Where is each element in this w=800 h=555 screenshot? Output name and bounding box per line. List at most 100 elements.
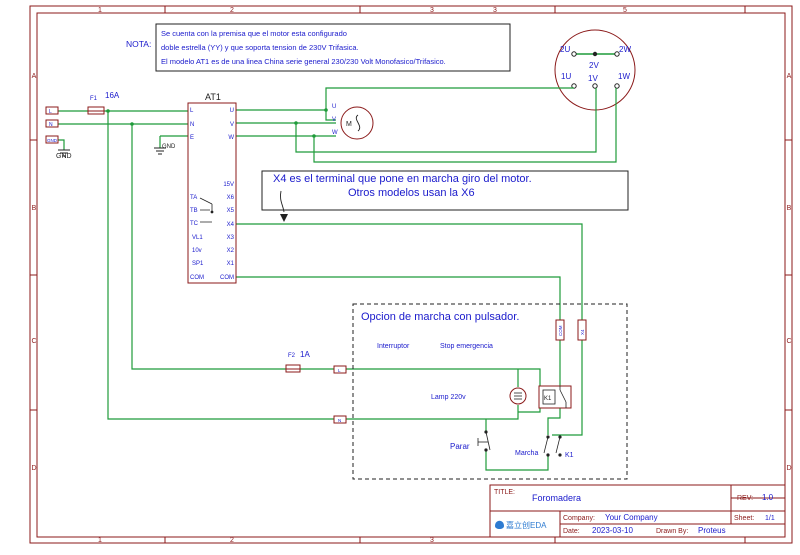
terminal-2v[interactable]: [592, 51, 598, 57]
stop-button[interactable]: [477, 430, 491, 452]
row-label: A: [32, 73, 37, 80]
sheet-value: 1/1: [765, 515, 775, 522]
fuse-value: 16A: [105, 91, 120, 100]
note-block: NOTA: Se cuenta con la premisa que el mo…: [126, 23, 511, 72]
col-label: 1: [98, 7, 102, 14]
motor[interactable]: M U V W: [332, 104, 374, 140]
lamp-icon[interactable]: [509, 387, 527, 405]
terminal-label: 2U: [560, 45, 570, 54]
net-port-l[interactable]: [333, 365, 347, 374]
input-terminals[interactable]: L N GND GND: [45, 106, 72, 160]
fuse-ref: F2: [288, 353, 296, 359]
fuse-f2[interactable]: F2 1A: [285, 350, 310, 373]
terminal-label: 1V: [588, 74, 598, 83]
terminal-label: 1W: [618, 72, 630, 81]
row-label: D: [786, 465, 791, 472]
drive-pin-vl1: VL1: [192, 235, 203, 241]
note-line: Se cuenta con la premisa que el motor es…: [161, 29, 347, 38]
ac-wave-icon: [355, 114, 361, 132]
col-label: 3: [430, 7, 434, 14]
relay-k1[interactable]: K1: [538, 385, 572, 409]
arrowhead-icon: [280, 214, 288, 222]
rev-label: REV:: [737, 495, 753, 502]
date-value: 2023-03-10: [592, 526, 633, 535]
motor-pin: V: [332, 117, 336, 123]
drive-ground-icon: [154, 147, 166, 155]
net-port-x4[interactable]: [577, 319, 587, 341]
fuse-f1[interactable]: F1 16A: [87, 91, 120, 115]
option-block: Opcion de marcha con pulsador. Interrupt…: [352, 303, 628, 480]
drive-pin-10v: 10v: [192, 248, 202, 254]
rev-value: 1.0: [762, 493, 774, 502]
gnd-label: GND: [56, 153, 72, 160]
drive-pin-x4: X4: [227, 222, 235, 228]
col-label: 2: [230, 537, 234, 544]
drive-pin-u: U: [230, 108, 234, 114]
motor-pin: U: [332, 104, 336, 110]
title-block: [489, 484, 786, 538]
input-n-label: N: [49, 122, 53, 128]
note-box: [155, 23, 511, 72]
drive-at1[interactable]: AT1 L N E TA TB TC VL1 10v SP1 COM U V W…: [154, 92, 237, 284]
net-port-label: L: [338, 368, 341, 373]
row-label: A: [787, 73, 792, 80]
x4-note-line: Otros modelos usan la X6: [348, 187, 475, 199]
drive-pin-tb: TB: [190, 208, 198, 214]
drive-pin-x3: X3: [227, 235, 235, 241]
sheet-label: Sheet:: [734, 515, 754, 522]
sheet-title: Foromadera: [532, 493, 581, 503]
col-label: 5: [623, 7, 627, 14]
input-n-port[interactable]: [45, 119, 59, 128]
company-label: Company:: [563, 515, 595, 522]
row-label: B: [787, 205, 792, 212]
sheet-frame: [29, 5, 793, 544]
title-label: TITLE:: [494, 489, 515, 496]
net-port-label: COM: [558, 325, 563, 336]
drive-pin-com-right: COM: [220, 275, 234, 281]
terminal-2w[interactable]: [614, 51, 620, 57]
start-button[interactable]: [543, 435, 550, 457]
option-title: Opcion de marcha con pulsador.: [361, 311, 519, 323]
col-label: 2: [230, 7, 234, 14]
input-l-port[interactable]: [45, 106, 59, 115]
brand-name: 嘉立创EDA: [506, 520, 547, 530]
relay-coil-label: K1: [544, 396, 552, 402]
wire-junctions: [106, 108, 328, 138]
lamp-label: Lamp 220v: [431, 394, 466, 401]
drive-pin-x2: X2: [227, 248, 235, 254]
input-l-label: L: [49, 109, 52, 115]
drive-pin-v: V: [230, 122, 234, 128]
col-label: 1: [98, 537, 102, 544]
drive-pin-tc: TC: [190, 221, 199, 227]
terminal-1w[interactable]: [614, 83, 620, 89]
terminal-1v[interactable]: [592, 83, 598, 89]
motor-symbol: M: [346, 121, 352, 128]
ground-icon: [58, 149, 70, 157]
fuse-ref: F1: [90, 96, 98, 102]
note-line: El modelo AT1 es de una linea China seri…: [161, 57, 446, 66]
k1-aux-contact[interactable]: [555, 435, 562, 457]
drive-pin-e: E: [190, 135, 194, 141]
fuse-value: 1A: [300, 350, 310, 359]
drive-pin-x6: X6: [227, 195, 235, 201]
wires: [58, 87, 617, 471]
net-labels[interactable]: L N COM X4: [333, 319, 587, 424]
interruptor-label: Interruptor: [377, 343, 410, 350]
date-label: Date:: [563, 528, 580, 535]
drive-pin-w: W: [228, 135, 234, 141]
net-port-n[interactable]: [333, 415, 347, 424]
row-label: C: [786, 338, 791, 345]
terminal-2u[interactable]: [571, 51, 577, 57]
drawn-value: Proteus: [698, 526, 726, 535]
arrow-icon: [280, 190, 285, 213]
stop-label: Stop emergencia: [440, 343, 493, 350]
motor-terminal-box[interactable]: 2U 2W 2V 1U 1V 1W: [554, 29, 636, 111]
input-gnd-port[interactable]: [45, 135, 59, 144]
net-port-com[interactable]: [555, 319, 565, 341]
x4-note-line: X4 es el terminal que pone en marcha gir…: [273, 173, 532, 185]
note-line: doble estrella (YY) y que soporta tensio…: [161, 43, 359, 52]
col-label: 3: [430, 537, 434, 544]
marcha-label: Marcha: [515, 450, 538, 457]
